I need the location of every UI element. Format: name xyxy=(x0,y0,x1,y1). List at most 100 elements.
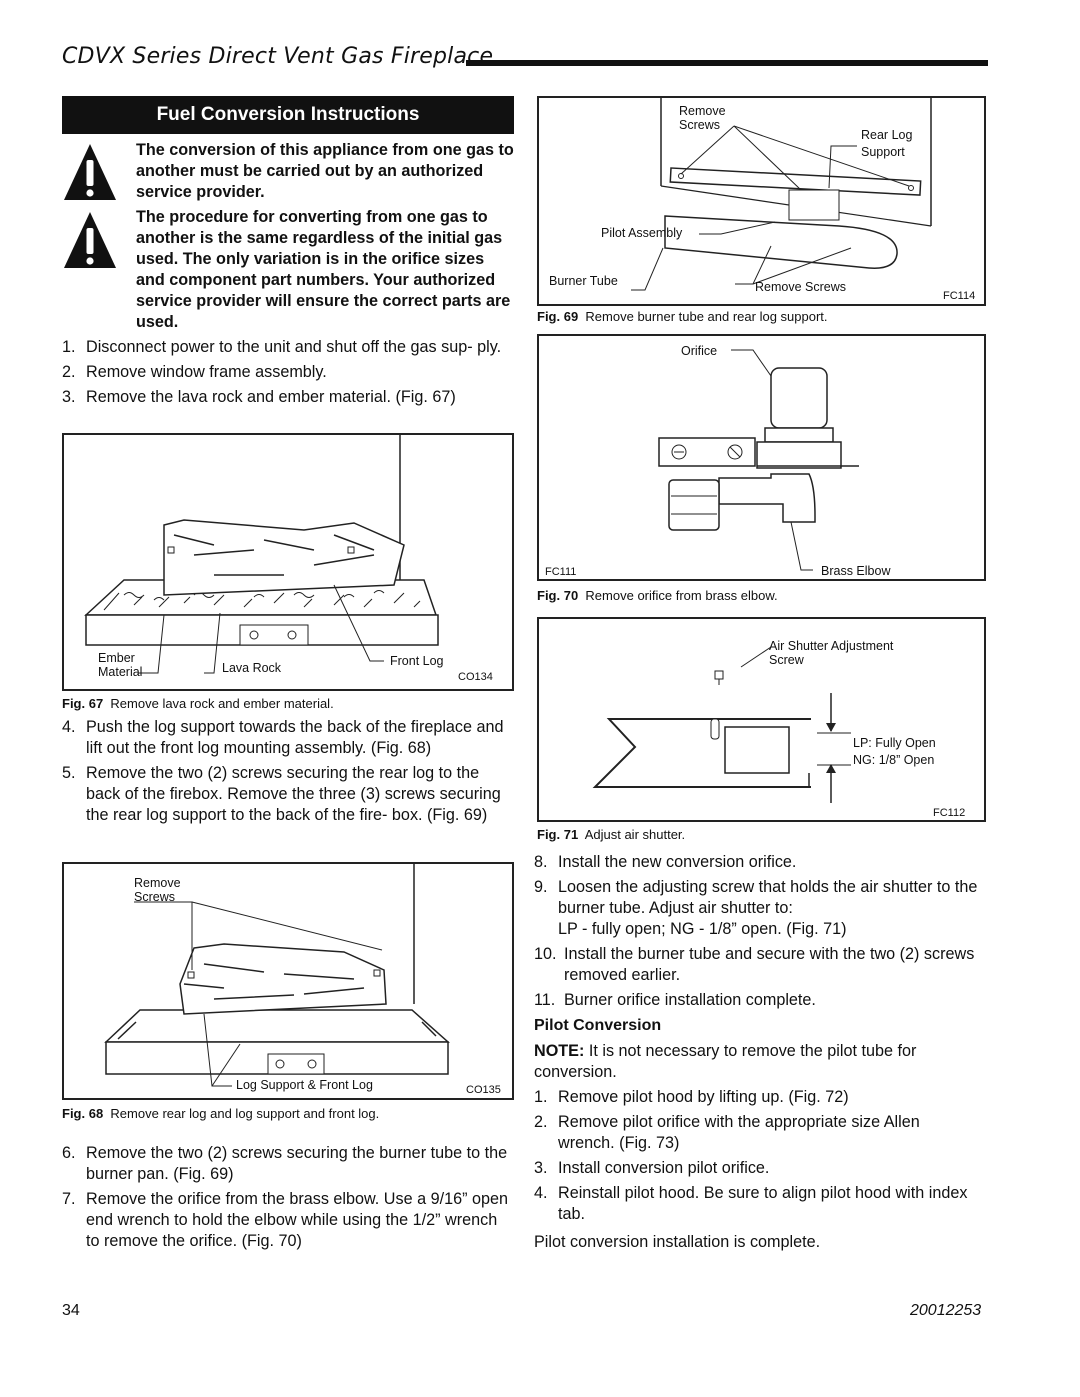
list-item: 5. Remove the two (2) screws securing the… xyxy=(62,763,512,826)
warning-text-1: The conversion of this appliance from on… xyxy=(136,141,514,201)
figure-67: Ember Material Lava Rock Front Log CO134 xyxy=(62,433,514,691)
figure-code: CO134 xyxy=(458,671,493,683)
label-ng-open: NG: 1/8” Open xyxy=(853,753,935,767)
label-support: Support xyxy=(861,145,905,159)
step-number: 4. xyxy=(62,718,76,736)
figure-67-caption: Fig. 67 Remove lava rock and ember mater… xyxy=(62,696,334,711)
step-text: Burner orifice installation complete. xyxy=(564,991,816,1009)
step-number: 1. xyxy=(534,1088,548,1106)
label-material: Material xyxy=(98,665,143,679)
step-text: Install the new conversion orifice. xyxy=(558,853,797,871)
figure-70-caption: Fig. 70 Remove orifice from brass elbow. xyxy=(537,588,778,603)
fireplace-illustration xyxy=(84,435,439,674)
caption-text: Remove rear log and log support and fron… xyxy=(110,1106,380,1121)
list-item: 3. Remove the lava rock and ember materia… xyxy=(62,387,512,408)
orifice-illustration xyxy=(658,349,859,571)
list-item: 8.Install the new conversion orifice. xyxy=(534,852,980,873)
list-item: 9. Loosen the adjusting screw that holds … xyxy=(534,877,980,919)
figure-code: FC112 xyxy=(933,807,966,819)
label-remove: Remove xyxy=(134,876,181,890)
log-support-illustration xyxy=(104,864,450,1087)
step-number: 7. xyxy=(62,1190,76,1208)
step-number: 5. xyxy=(62,764,76,782)
step-number: 11. xyxy=(534,991,556,1009)
step-number: 3. xyxy=(62,388,76,406)
warning-icon xyxy=(64,144,116,200)
note-label: NOTE: xyxy=(534,1042,585,1060)
figure-70: Orifice Brass Elbow FC111 xyxy=(537,334,986,581)
step-text: Disconnect power to the unit and shut of… xyxy=(86,338,502,356)
label-rear-log: Rear Log xyxy=(861,128,913,142)
step-text: Reinstall pilot hood. Be sure to align p… xyxy=(558,1184,968,1223)
pilot-steps-list: 1. Remove pilot hood by lifting up. (Fig.… xyxy=(534,1087,980,1225)
label-remove-screws: Remove Screws xyxy=(755,280,846,294)
step-text: Remove the orifice from the brass elbow.… xyxy=(86,1190,508,1250)
warning-text-2: The procedure for converting from one ga… xyxy=(136,208,511,331)
step-number: 2. xyxy=(534,1113,548,1131)
list-item: 1.Disconnect power to the unit and shut … xyxy=(62,337,512,358)
label-orifice: Orifice xyxy=(681,344,718,358)
pilot-conversion-heading: Pilot Conversion xyxy=(534,1017,662,1034)
step-text: Install conversion pilot orifice. xyxy=(558,1159,770,1177)
label-air-shutter-screw: Screw xyxy=(769,653,804,667)
list-item: 3. Install conversion pilot orifice. xyxy=(534,1158,980,1179)
list-item: 10. Install the burner tube and secure wi… xyxy=(534,944,980,986)
figure-71: Air Shutter Adjustment Screw LP: Fully O… xyxy=(537,617,986,822)
caption-number: Fig. 70 xyxy=(537,588,579,603)
step-text: Push the log support towards the back of… xyxy=(86,718,504,757)
caption-number: Fig. 67 xyxy=(62,696,104,711)
section-title: Fuel Conversion Instructions xyxy=(62,96,514,134)
step-number: 6. xyxy=(62,1144,76,1162)
step-text: Install the burner tube and secure with … xyxy=(564,945,975,984)
list-item: 11. Burner orifice installation complete. xyxy=(534,990,980,1011)
label-burner-tube: Burner Tube xyxy=(549,274,618,288)
document-number: 20012253 xyxy=(910,1302,982,1319)
header-rule xyxy=(466,60,988,66)
list-item: 7. Remove the orifice from the brass elbo… xyxy=(62,1189,512,1252)
list-item: LP - fully open; NG - 1/8” open. (Fig. 7… xyxy=(534,919,980,940)
caption-text: Adjust air shutter. xyxy=(584,827,686,842)
list-item: 6.Remove the two (2) screws securing the… xyxy=(62,1143,512,1185)
label-brass-elbow: Brass Elbow xyxy=(821,564,891,578)
caption-text: Remove orifice from brass elbow. xyxy=(585,588,778,603)
figure-69: Remove Screws Rear Log Support Pilot Ass… xyxy=(537,96,986,306)
step-number: 2. xyxy=(62,363,76,381)
pilot-note: NOTE: It is not necessary to remove the … xyxy=(534,1041,980,1083)
steps-list-a: 1.Disconnect power to the unit and shut … xyxy=(62,337,512,408)
note-text: It is not necessary to remove the pilot … xyxy=(534,1042,917,1081)
label-screws: Screws xyxy=(134,890,175,904)
step-text: Remove the two (2) screws securing the r… xyxy=(86,764,501,824)
step-text: Loosen the adjusting screw that holds th… xyxy=(558,878,978,917)
step-number: 4. xyxy=(534,1184,548,1202)
step-number: 10. xyxy=(534,945,557,963)
list-item: 1. Remove pilot hood by lifting up. (Fig.… xyxy=(534,1087,980,1108)
caption-number: Fig. 68 xyxy=(62,1106,104,1121)
list-item: 2.Remove window frame assembly. xyxy=(62,362,512,383)
label-ember: Ember xyxy=(98,651,135,665)
figure-code: FC114 xyxy=(943,290,976,302)
page-header-title: CDVX Series Direct Vent Gas Fireplace xyxy=(62,44,494,69)
label-log-support-front-log: Log Support & Front Log xyxy=(236,1078,373,1092)
list-item: 4. Push the log support towards the back … xyxy=(62,717,512,759)
steps-list-d: 8.Install the new conversion orifice. 9.… xyxy=(534,852,980,1011)
step-text: Remove pilot orifice with the appropriat… xyxy=(558,1113,920,1152)
figure-code: CO135 xyxy=(466,1084,501,1096)
pilot-complete-text: Pilot conversion installation is complet… xyxy=(534,1233,821,1251)
figure-68: Remove Screws Log Support & Front Log CO… xyxy=(62,862,514,1100)
label-lava-rock: Lava Rock xyxy=(222,661,282,675)
warning-icon xyxy=(64,212,116,268)
step-number: 9. xyxy=(534,878,548,896)
caption-text: Remove burner tube and rear log support. xyxy=(585,309,828,324)
step-number: 3. xyxy=(534,1159,548,1177)
step-text: Remove the lava rock and ember material.… xyxy=(86,388,456,406)
label-lp-open: LP: Fully Open xyxy=(853,736,936,750)
caption-number: Fig. 69 xyxy=(537,309,579,324)
label-front-log: Front Log xyxy=(390,654,444,668)
air-shutter-illustration xyxy=(592,646,851,803)
figure-71-caption: Fig. 71 Adjust air shutter. xyxy=(537,827,685,842)
steps-list-c: 6.Remove the two (2) screws securing the… xyxy=(62,1143,512,1252)
label-air-shutter: Air Shutter Adjustment xyxy=(769,639,894,653)
step-text: Remove pilot hood by lifting up. (Fig. 7… xyxy=(558,1088,849,1106)
step-text: LP - fully open; NG - 1/8” open. (Fig. 7… xyxy=(558,920,847,938)
figure-code: FC111 xyxy=(545,566,577,578)
